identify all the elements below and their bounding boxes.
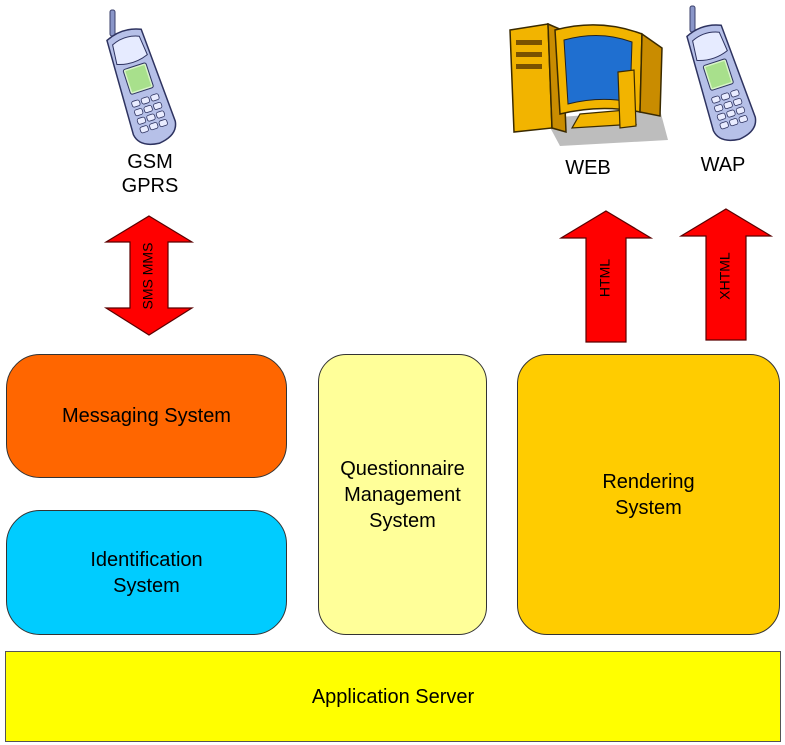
- application-server-box: Application Server: [5, 651, 781, 742]
- xhtml-arrow-label: XHTML: [717, 252, 733, 300]
- web-label: WEB: [565, 157, 611, 179]
- wap-label: WAP: [700, 154, 746, 176]
- gsm-gprs-label: GSM GPRS: [121, 151, 179, 197]
- desktop-computer-icon: [509, 22, 668, 146]
- rendering-system-label: Rendering System: [602, 470, 695, 519]
- rendering-system-box: Rendering System: [517, 354, 780, 635]
- application-server-label: Application Server: [311, 685, 475, 708]
- identification-system-label: Identification System: [90, 548, 203, 597]
- questionnaire-management-system-label: Questionnaire Management System: [340, 457, 465, 532]
- mobile-phone-icon: [101, 9, 181, 151]
- xhtml-arrow: XHTML: [678, 208, 774, 341]
- html-arrow-label: HTML: [597, 259, 613, 297]
- messaging-system-box: Messaging System: [6, 354, 287, 478]
- questionnaire-management-system-box: Questionnaire Management System: [318, 354, 487, 635]
- html-arrow: HTML: [558, 210, 654, 343]
- messaging-system-label: Messaging System: [62, 405, 231, 427]
- sms-mms-arrow-label: SMS MMS: [140, 243, 156, 310]
- sms-mms-arrow: SMS MMS: [103, 215, 195, 336]
- mobile-phone-icon: [681, 5, 761, 147]
- identification-system-box: Identification System: [6, 510, 287, 635]
